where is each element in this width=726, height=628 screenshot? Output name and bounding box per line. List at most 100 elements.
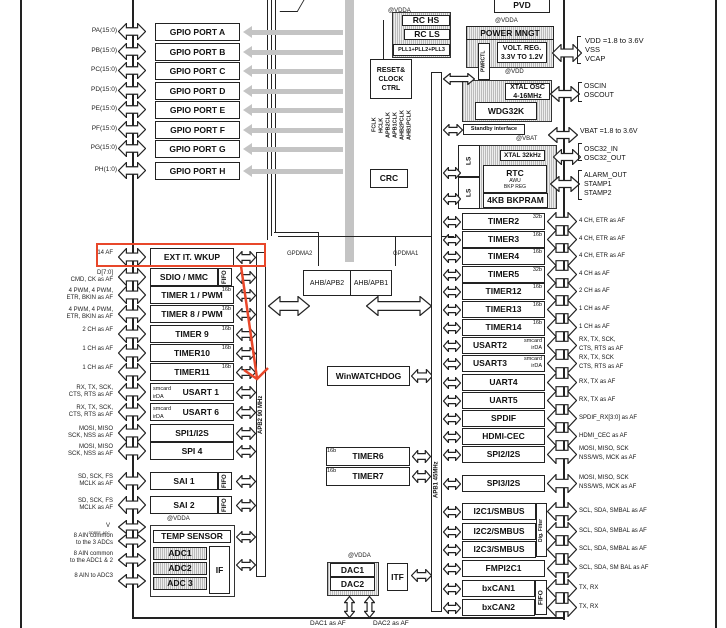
bidirectional-bus-arrow-icon xyxy=(547,409,577,428)
apb1-peripheral: bxCAN2 xyxy=(462,599,535,616)
bidirectional-bus-arrow-icon xyxy=(118,162,146,179)
bidirectional-bus-arrow-icon xyxy=(118,520,146,534)
osc32-pins-label: OSC32_IN OSC32_OUT xyxy=(584,146,626,162)
bidirectional-bus-arrow-icon xyxy=(411,369,433,383)
bidirectional-bus-arrow-icon xyxy=(118,43,146,60)
af-label: 4 CH, ETR as AF xyxy=(579,236,626,242)
wdg32k: WDG32K xyxy=(475,102,537,120)
af-label: RX, TX, SCK, CTS, RTS as AF xyxy=(68,405,113,418)
bidirectional-bus-arrow-icon xyxy=(118,574,146,588)
bkpram-label: 4KB BKPRAM xyxy=(487,195,544,205)
apb2-peripheral-label: TIMER 9 xyxy=(175,328,209,339)
bidirectional-bus-arrow-icon xyxy=(443,395,461,407)
apb1-peripheral-label: bxCAN1 xyxy=(481,583,516,593)
bidirectional-bus-arrow-icon xyxy=(118,62,146,79)
connector-line xyxy=(267,0,269,240)
win-watchdog: WinWATCHDOG xyxy=(327,366,410,386)
gpio-pin-label: PD(15:0) xyxy=(90,86,117,93)
gpio-port: GPIO PORT D xyxy=(155,82,240,100)
gray-arrowhead-icon xyxy=(243,165,252,177)
bidirectional-bus-arrow-icon xyxy=(443,304,461,316)
rc-ls-label: RC LS xyxy=(414,29,440,39)
power-supply-label: @VDDA xyxy=(495,18,518,24)
af-label: SPDIF_RX[3:0] as AF xyxy=(579,415,638,421)
bidirectional-bus-arrow-icon xyxy=(118,442,146,460)
gpio-port: GPIO PORT F xyxy=(155,121,240,139)
ahb-gray-bus xyxy=(345,0,354,262)
bidirectional-bus-arrow-icon xyxy=(443,193,461,205)
bidirectional-bus-arrow-icon xyxy=(547,212,577,231)
vbat-supply-label: @VBAT xyxy=(516,136,538,142)
bidirectional-bus-arrow-icon xyxy=(547,540,577,559)
crc: CRC xyxy=(370,169,408,188)
bidirectional-bus-arrow-icon xyxy=(443,269,461,281)
bidirectional-bus-arrow-icon xyxy=(547,391,577,410)
clock-supply-label: @VDDA xyxy=(388,8,411,14)
af-label: RX, TX, SCK, CTS, RTS as AF xyxy=(579,337,624,352)
af-label: MOSI, MISO, SCK NSS/WS, MCK as AF xyxy=(579,446,637,461)
rtc-label: RTC xyxy=(506,168,524,178)
af-label: 4 CH, ETR as AF xyxy=(579,218,626,224)
bidirectional-bus-arrow-icon xyxy=(443,234,461,246)
bidirectional-bus-arrow-icon xyxy=(443,449,461,461)
bidirectional-bus-arrow-icon xyxy=(411,569,432,582)
bidirectional-bus-arrow-icon xyxy=(118,305,146,323)
ls-right-label: LS xyxy=(465,188,473,198)
volt-regulator: VOLT. REG. 3.3V TO 1.2V xyxy=(497,42,547,63)
connector-line xyxy=(383,20,385,59)
bidirectional-bus-arrow-icon xyxy=(443,526,461,538)
bidirectional-bus-arrow-icon xyxy=(118,140,146,157)
bidirectional-bus-arrow-icon xyxy=(547,474,577,493)
gpio-pin-label: PB(15:0) xyxy=(91,47,117,54)
apb2-peripheral-label: USART 1 xyxy=(182,386,219,397)
dig-filter: Dig. Filter xyxy=(536,503,547,557)
bidirectional-bus-arrow-icon xyxy=(118,344,146,362)
bit-width-badge: 16b xyxy=(221,306,231,312)
bit-width-badge: 16b xyxy=(532,249,542,255)
apb1-peripheral: SPDIF xyxy=(462,410,545,427)
dac-interface: ITF xyxy=(387,563,408,591)
gray-arrowhead-icon xyxy=(243,143,252,155)
apb1-bus-label: APB1 45MHz xyxy=(433,461,440,499)
clock-signal-label: AHB2PCLK xyxy=(399,110,406,140)
bit-width-badge: smcard irDA xyxy=(523,338,542,351)
bidirectional-bus-arrow-icon xyxy=(412,450,431,463)
gpio-port-label: GPIO PORT E xyxy=(169,104,226,115)
bidirectional-bus-arrow-icon xyxy=(443,602,461,614)
apb2-peripheral-label: TIMER10 xyxy=(174,347,210,358)
apb1-peripheral-label: TIMER14 xyxy=(485,322,522,332)
reset-clock-ctrl: RESET& CLOCK CTRL xyxy=(370,59,412,99)
bidirectional-bus-arrow-icon xyxy=(547,354,577,373)
bidirectional-bus-arrow-icon xyxy=(236,251,256,264)
bidirectional-bus-arrow-icon xyxy=(118,101,146,118)
bidirectional-bus-arrow-icon xyxy=(443,506,461,518)
af-label: MOSI, MISO, SCK NSS/WS, MCK as AF xyxy=(579,475,637,490)
bidirectional-bus-arrow-icon xyxy=(547,579,577,598)
af-label: SD, SCK, FS MCLK as AF xyxy=(77,498,113,511)
apb2-peripheral-label: EXT IT. WKUP xyxy=(163,251,221,262)
adc-unit-label: ADC 3 xyxy=(167,578,193,588)
gray-bus-arrow xyxy=(251,69,343,74)
gpio-port-label: GPIO PORT H xyxy=(169,165,226,176)
gray-bus-arrow xyxy=(251,147,343,152)
gpio-port-label: GPIO PORT F xyxy=(170,124,225,135)
xtal-32khz-label: XTAL 32kHz xyxy=(504,152,541,159)
af-label: TX, RX xyxy=(579,585,599,591)
af-label: SD, SCK, FS MCLK as AF xyxy=(77,474,113,487)
bit-width-badge: 16b xyxy=(221,364,231,370)
highlight-box xyxy=(96,243,266,267)
apb2-peripheral-label: TIMER 1 / PWM xyxy=(161,289,223,300)
af-label: 4 PWM, 4 PWM, ETR, BKIN as AF xyxy=(66,288,113,301)
bidirectional-bus-arrow-icon xyxy=(443,251,461,263)
rc-hs: RC HS xyxy=(402,15,450,26)
bidirectional-bus-arrow-icon xyxy=(118,403,146,421)
bidirectional-bus-arrow-icon xyxy=(443,124,463,136)
bit-width-badge: 16b xyxy=(327,448,337,454)
af-label: 4 CH, ETR as AF xyxy=(579,253,626,259)
